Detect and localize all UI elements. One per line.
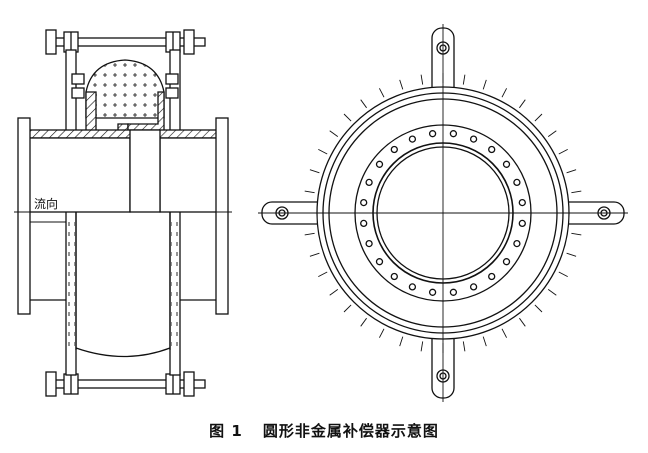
bolt-hole [390,145,398,154]
ring-tick [360,99,367,109]
left-lug-marks [67,220,75,350]
ring-tick [379,88,385,98]
flow-label: 流向 [34,196,58,211]
bolt-hole [518,198,526,207]
ring-tick [304,190,315,194]
ring-tick [309,252,320,257]
ring-tick [379,328,385,338]
ring-tick [482,336,487,347]
bolt-hole [488,272,496,281]
outer-ring-ticks [303,73,583,353]
ring-tick [519,99,526,109]
bolt-hole [502,258,511,266]
bolt-hole [502,160,511,168]
front-view [258,24,628,402]
bolt-hole [375,160,384,168]
bolt-hole [365,178,373,187]
right-end-flange [215,117,229,315]
bolt-hole [390,272,398,281]
ring-tick [547,289,557,296]
figure-number: 图 1 [209,422,243,440]
fabric-bellows [85,59,165,119]
bolt-hole [365,239,373,248]
ring-tick [547,130,557,137]
bellows-bolts [71,73,179,99]
ring-tick [534,113,543,122]
bolt-hole [518,219,526,228]
bolt-hole [513,178,521,187]
ring-tick [501,88,507,98]
ring-tick [482,79,487,90]
ring-tick [399,79,404,90]
ring-tick [519,317,526,327]
top-tie-rod [45,29,206,55]
side-section-view [14,29,232,397]
ring-tick [566,169,577,174]
ring-tick [360,317,367,327]
bolt-hole [428,130,437,138]
bolt-hole [469,135,478,143]
bolt-hole [513,239,521,248]
bolt-hole [408,135,417,143]
ring-tick [571,190,582,194]
lower-bellows-curve [75,347,171,358]
bolt-hole [449,288,458,296]
ring-tick [558,149,568,155]
ring-tick [318,149,328,155]
ring-tick [558,271,568,277]
bolt-hole [469,283,478,291]
ring-tick [329,130,339,137]
ring-tick [329,289,339,296]
ring-tick [304,232,315,236]
ring-tick [462,74,466,85]
upper-flange [27,129,219,139]
bolt-hole [488,145,496,154]
ring-tick [501,328,507,338]
bolt-hole [428,288,437,296]
ring-tick [534,304,543,313]
bolt-hole [449,130,458,138]
ring-tick [566,252,577,257]
figure-title: 圆形非金属补偿器示意图 [262,422,439,440]
bolt-hole [360,198,368,207]
bottom-tie-rod [45,371,206,397]
right-pipe-upper [159,137,219,213]
ring-tick [399,336,404,347]
ring-tick [462,341,466,352]
ring-tick [571,232,582,236]
ring-tick [343,113,352,122]
ring-tick [309,169,320,174]
bolt-hole [408,283,417,291]
ring-tick [420,74,424,85]
center-sleeve [129,129,161,213]
right-lug-marks [171,220,179,350]
flange-bolt-holes [360,130,526,296]
bolt-hole [375,258,384,266]
figure-caption: 图 1 圆形非金属补偿器示意图 [0,420,648,441]
ring-tick [343,304,352,313]
ring-tick [318,271,328,277]
ring-tick [420,341,424,352]
left-end-flange [17,117,31,315]
bolt-hole [360,219,368,228]
